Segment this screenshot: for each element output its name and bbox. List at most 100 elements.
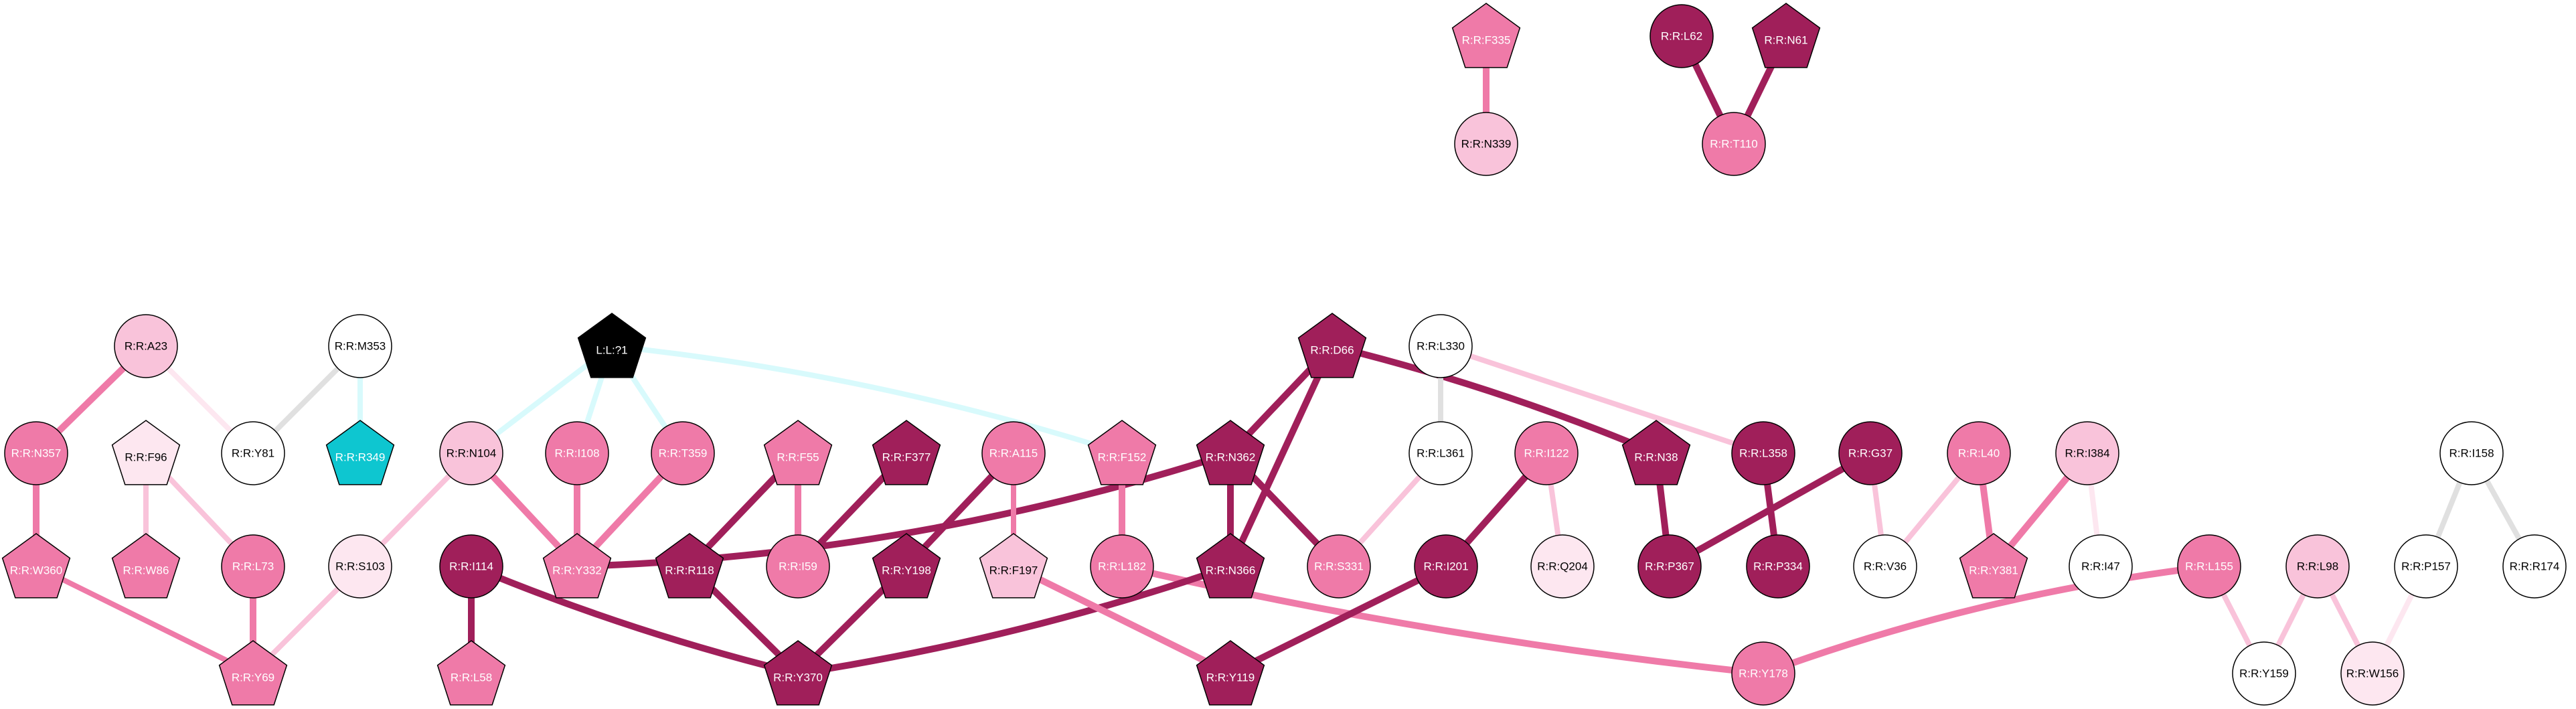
node-y69[interactable]: R:R:Y69 [218, 640, 288, 706]
circle-node-shape [221, 421, 285, 485]
node-w360[interactable]: R:R:W360 [1, 533, 71, 599]
node-label: R:R:N104 [447, 447, 497, 460]
node-l58[interactable]: R:R:L58 [436, 640, 506, 706]
pentagon-node-shape [1196, 420, 1265, 485]
node-i47[interactable]: R:R:I47 [2069, 534, 2133, 599]
node-y370[interactable]: R:R:Y370 [763, 640, 833, 706]
node-f152[interactable]: R:R:F152 [1087, 420, 1157, 485]
node-f377[interactable]: R:R:F377 [872, 420, 941, 485]
circle-node-shape [439, 421, 503, 485]
node-l71[interactable]: L:L:?1 [577, 313, 647, 378]
node-r174[interactable]: R:R:R174 [2502, 534, 2567, 599]
pentagon-node-shape [872, 533, 941, 599]
node-f197[interactable]: R:R:F197 [979, 533, 1048, 599]
pentagon-node-shape [1751, 3, 1821, 68]
node-i114[interactable]: R:R:I114 [439, 534, 503, 599]
node-label: R:R:P157 [2401, 560, 2451, 573]
node-y81[interactable]: R:R:Y81 [221, 421, 285, 485]
node-label: R:R:N362 [1206, 451, 1256, 464]
node-i108[interactable]: R:R:I108 [545, 421, 609, 485]
node-f55[interactable]: R:R:F55 [763, 420, 833, 485]
node-label: R:R:I158 [2449, 447, 2494, 460]
node-w86[interactable]: R:R:W86 [111, 533, 181, 599]
pentagon-node-shape [1959, 533, 2028, 599]
node-t359[interactable]: R:R:T359 [651, 421, 715, 485]
node-label: R:R:L358 [1739, 447, 1787, 460]
node-i122[interactable]: R:R:I122 [1514, 421, 1579, 485]
node-a115[interactable]: R:R:A115 [981, 421, 1046, 485]
node-label: R:R:I47 [2081, 560, 2120, 573]
node-n339[interactable]: R:R:N339 [1454, 112, 1518, 176]
node-label: R:R:T110 [1710, 138, 1758, 151]
node-label: R:R:F335 [1462, 34, 1511, 47]
node-label: R:R:D66 [1310, 344, 1354, 357]
edge-n366-y370 [795, 563, 1234, 677]
node-n61[interactable]: R:R:N61 [1751, 3, 1821, 68]
edge-w360-y69 [33, 564, 256, 676]
node-label: L:L:?1 [596, 344, 627, 357]
node-l182[interactable]: R:R:L182 [1090, 534, 1154, 599]
circle-node-shape [1408, 314, 1473, 378]
node-i201[interactable]: R:R:I201 [1414, 534, 1478, 599]
node-l98[interactable]: R:R:L98 [2285, 534, 2350, 599]
node-m353[interactable]: R:R:M353 [328, 314, 392, 378]
node-n104[interactable]: R:R:N104 [439, 421, 503, 485]
pentagon-node-shape [577, 313, 647, 378]
node-label: R:R:F197 [989, 564, 1038, 577]
node-y198[interactable]: R:R:Y198 [872, 533, 941, 599]
node-l358[interactable]: R:R:L358 [1731, 421, 1795, 485]
node-v36[interactable]: R:R:V36 [1853, 534, 1917, 599]
node-f335[interactable]: R:R:F335 [1451, 3, 1521, 68]
node-l330[interactable]: R:R:L330 [1408, 314, 1473, 378]
edge-l330-l358 [1438, 343, 1766, 456]
node-l40[interactable]: R:R:L40 [1947, 421, 2011, 485]
node-y332[interactable]: R:R:Y332 [542, 533, 612, 599]
node-label: R:R:N357 [11, 447, 62, 460]
circle-node-shape [2069, 534, 2133, 599]
circle-node-shape [221, 534, 285, 599]
pentagon-node-shape [542, 533, 612, 599]
node-l73[interactable]: R:R:L73 [221, 534, 285, 599]
node-n357[interactable]: R:R:N357 [4, 421, 68, 485]
node-n362[interactable]: R:R:N362 [1196, 420, 1265, 485]
node-l62[interactable]: R:R:L62 [1649, 4, 1714, 68]
node-y178[interactable]: R:R:Y178 [1731, 641, 1795, 706]
node-g37[interactable]: R:R:G37 [1838, 421, 1903, 485]
node-p157[interactable]: R:R:P157 [2394, 534, 2458, 599]
node-i59[interactable]: R:R:I59 [766, 534, 830, 599]
pentagon-node-shape [1621, 420, 1691, 485]
pentagon-node-shape [872, 420, 941, 485]
node-l361[interactable]: R:R:L361 [1408, 421, 1473, 485]
node-s331[interactable]: R:R:S331 [1307, 534, 1371, 599]
node-label: R:R:R118 [665, 564, 714, 577]
node-r349[interactable]: R:R:R349 [325, 420, 395, 485]
node-q204[interactable]: R:R:Q204 [1530, 534, 1595, 599]
node-i158[interactable]: R:R:I158 [2439, 421, 2504, 485]
node-y159[interactable]: R:R:Y159 [2232, 641, 2296, 706]
node-label: R:R:I114 [449, 560, 493, 573]
node-label: R:R:I201 [1423, 560, 1468, 573]
node-n38[interactable]: R:R:N38 [1621, 420, 1691, 485]
node-label: R:R:F152 [1098, 451, 1147, 464]
node-l155[interactable]: R:R:L155 [2177, 534, 2241, 599]
node-p367[interactable]: R:R:P367 [1637, 534, 1702, 599]
node-n366[interactable]: R:R:N366 [1196, 533, 1265, 599]
node-y381[interactable]: R:R:Y381 [1959, 533, 2028, 599]
node-label: R:R:L58 [451, 672, 492, 684]
node-y119[interactable]: R:R:Y119 [1196, 640, 1265, 706]
circle-node-shape [766, 534, 830, 599]
node-i384[interactable]: R:R:I384 [2055, 421, 2119, 485]
node-p334[interactable]: R:R:P334 [1746, 534, 1810, 599]
node-label: R:R:T359 [659, 447, 708, 460]
node-a23[interactable]: R:R:A23 [114, 314, 178, 378]
node-label: R:R:V36 [1864, 560, 1907, 573]
node-r118[interactable]: R:R:R118 [655, 533, 724, 599]
node-t110[interactable]: R:R:T110 [1702, 112, 1766, 176]
node-label: R:R:Y69 [232, 672, 274, 684]
node-d66[interactable]: R:R:D66 [1297, 313, 1367, 378]
pentagon-node-shape [1297, 313, 1367, 378]
node-f96[interactable]: R:R:F96 [111, 420, 181, 485]
node-w156[interactable]: R:R:W156 [2340, 641, 2405, 706]
circle-node-shape [1307, 534, 1371, 599]
node-s103[interactable]: R:R:S103 [328, 534, 392, 599]
